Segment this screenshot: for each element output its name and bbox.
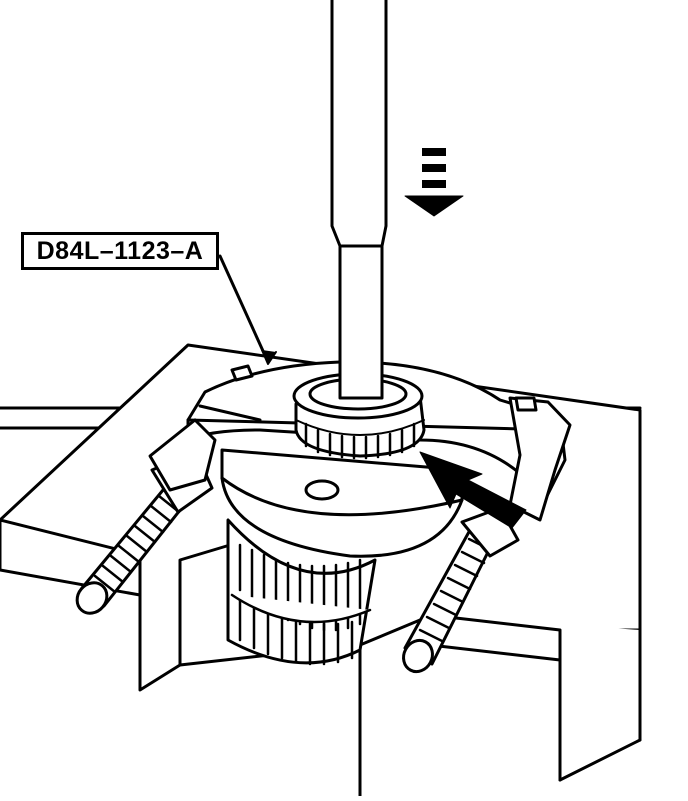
callout-leader (218, 254, 277, 365)
tool-number-callout: D84L–1123–A (21, 232, 219, 270)
press-ram (330, 0, 388, 400)
bearing-indicator-arrow (419, 451, 527, 529)
press-direction-arrow (404, 148, 464, 217)
gear (226, 518, 377, 666)
